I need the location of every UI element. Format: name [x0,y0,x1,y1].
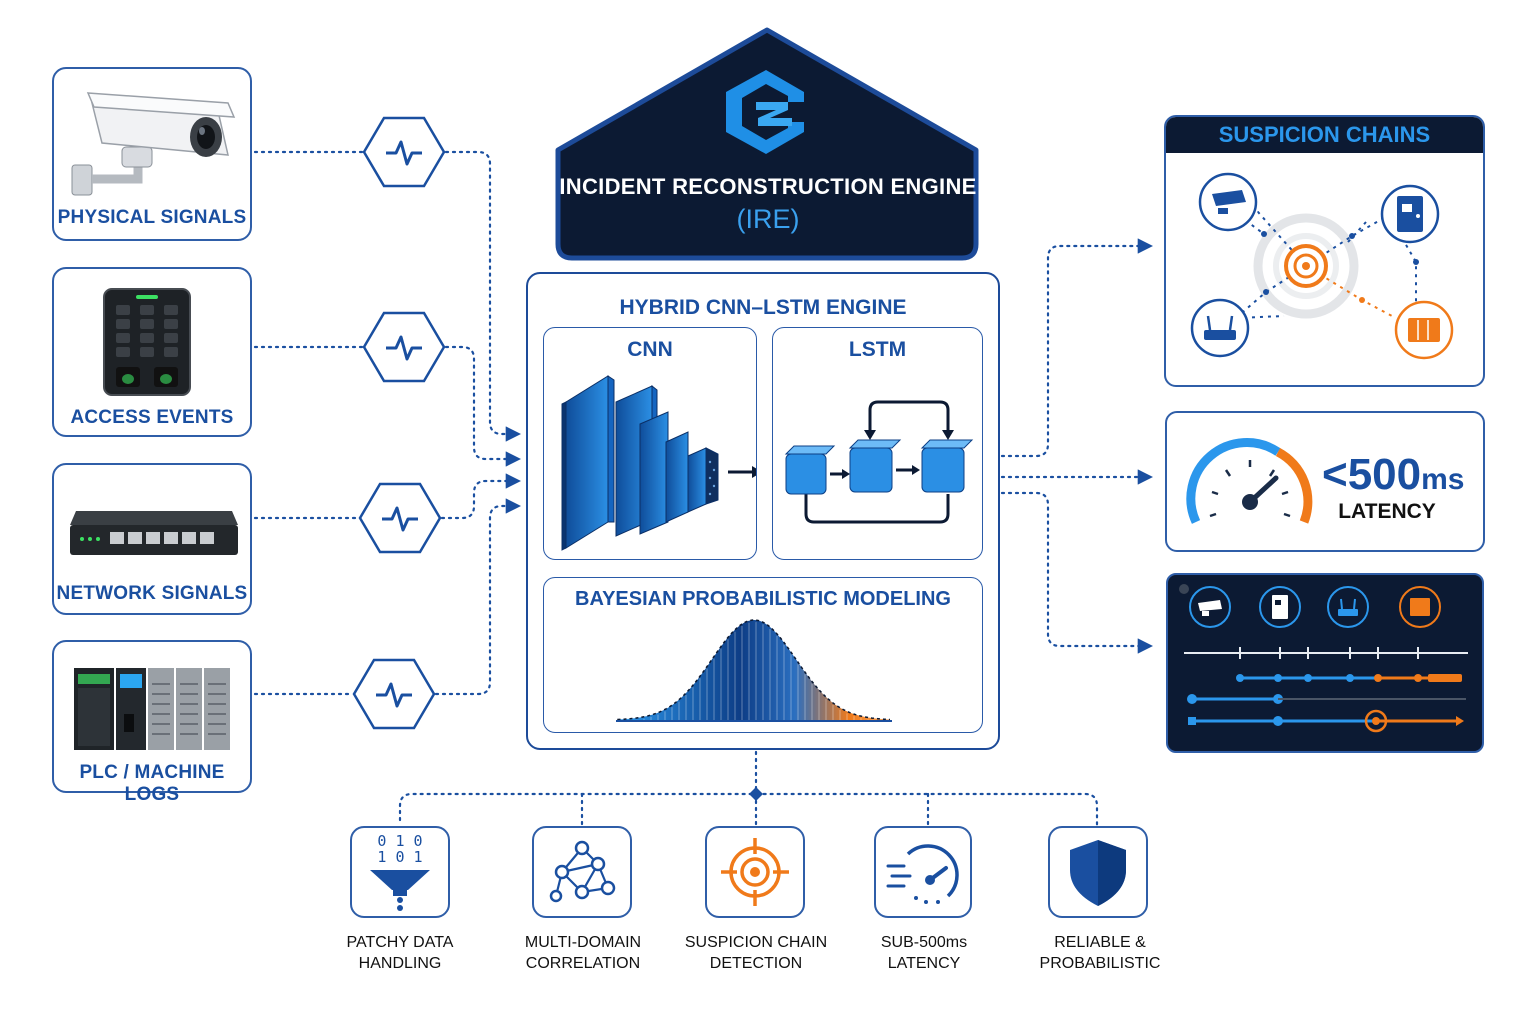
feature-label-line2: HANDLING [358,955,442,972]
bell-curve-area [618,620,890,720]
ire-title: INCIDENT RECONSTRUCTION ENGINE [559,174,977,199]
cnn-layers-icon [561,375,756,551]
engine-title: HYBRID CNN–LSTM ENGINE [619,296,907,319]
signal-pulse-icon [362,311,446,383]
door-node-icon [1380,184,1440,244]
feature-label-line2: LATENCY [887,955,961,972]
signal-pulse-icon [358,482,442,554]
svg-text:0 1 0: 0 1 0 [377,832,422,850]
network-switch-icon [70,511,238,555]
security-camera-icon [71,92,236,196]
input-label: PLC / MACHINE LOGS [79,762,225,805]
input-card-physical: PHYSICAL SIGNALS [52,67,252,241]
bell-curve-outline [617,619,891,721]
input-card-access: ACCESS EVENTS [52,267,252,437]
feature-label: PATCHY DATA HANDLING [315,932,485,974]
ire-subtitle: (IRE) [736,204,800,234]
input-label: NETWORK SIGNALS [56,583,248,604]
signal-pulse-icon [352,658,436,730]
feature-label-line1: MULTI-DOMAIN [524,934,642,951]
timeline-camera-icon [1198,600,1222,616]
timeline-router-icon [1338,598,1358,616]
latency-number: <500 [1322,450,1422,499]
bayes-title: BAYESIAN PROBABILISTIC MODELING [575,588,951,610]
signal-pulse-icon [362,116,446,188]
lstm-label: LSTM [848,338,907,361]
latency-card [1165,411,1485,552]
input-card-plc: PLC / MACHINE LOGS [52,640,252,805]
cnn-label: CNN [627,338,673,361]
input-label: ACCESS EVENTS [70,407,234,428]
bell-curve [616,619,892,722]
input-label: PHYSICAL SIGNALS [57,207,247,228]
camera-node-icon [1198,172,1258,232]
plc-rack-icon [74,668,230,750]
timeline-plc-icon [1410,598,1430,616]
plc-node-icon [1394,300,1454,360]
latency-value: <500ms [1322,450,1464,500]
feature-label: RELIABLE & PROBABILISTIC [1015,932,1185,974]
feature-label: SUSPICION CHAIN DETECTION [671,932,841,974]
data-funnel-icon: 0 1 0 1 0 1 [370,832,430,911]
latency-label: LATENCY [1338,500,1436,523]
feature-label: MULTI-DOMAIN CORRELATION [498,932,668,974]
latency-unit: ms [1421,463,1465,496]
event-timeline [1179,584,1468,733]
keypad-reader-icon [103,288,191,396]
suspicion-chains-title: SUSPICION CHAINS [1166,117,1483,153]
timeline-door-icon [1272,595,1288,619]
feature-label-line2: DETECTION [709,955,803,972]
router-node-icon [1190,298,1250,358]
speedometer-icon [886,844,959,904]
ire-logo-icon [726,70,804,154]
feature-label-line2: PROBABILISTIC [1039,955,1161,972]
feature-label-line2: CORRELATION [525,955,641,972]
input-card-network: NETWORK SIGNALS [52,463,252,615]
svg-text:1 0 1: 1 0 1 [377,848,422,866]
feature-label-line1: PATCHY DATA [346,934,454,951]
lstm-cells-icon [784,400,974,524]
network-graph-icon [549,840,616,903]
feature-label-line1: RELIABLE & [1054,934,1146,951]
feature-label-line1: SUSPICION CHAIN [684,934,828,951]
speedometer-gauge [1186,438,1313,524]
feature-label-line1: SUB-500ms [880,934,968,951]
shield-icon [1070,840,1126,906]
target-icon [721,838,789,906]
suspicion-chain-graph [1190,172,1454,360]
